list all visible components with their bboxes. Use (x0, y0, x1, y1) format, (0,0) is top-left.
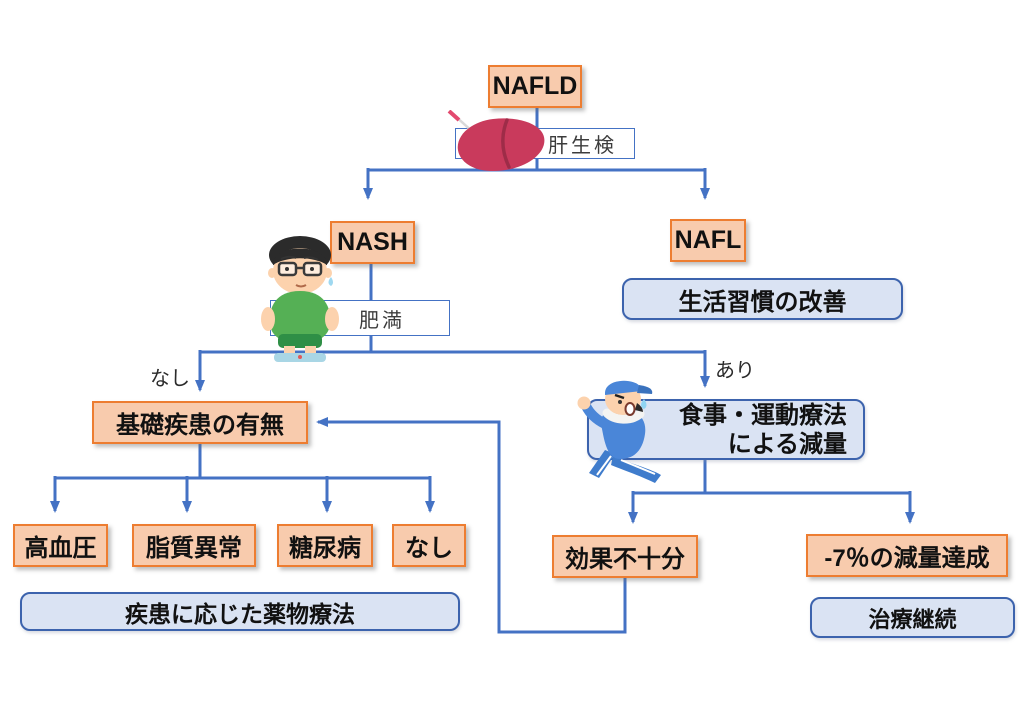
branch-label-no: なし (150, 368, 190, 390)
node-nash: NASH (330, 221, 415, 264)
node-dyslipidemia: 脂質異常 (132, 524, 256, 567)
node-obesity-label: 肥満 (359, 309, 405, 332)
node-lifestyle-improvement: 生活習慣の改善 (622, 278, 903, 320)
node-insufficient-effect-label: 効果不十分 (565, 546, 685, 573)
node-nafl: NAFL (670, 219, 746, 262)
node-nash-label: NASH (337, 228, 408, 256)
node-diabetes: 糖尿病 (277, 524, 373, 567)
node-hypertension-label: 高血圧 (24, 535, 97, 562)
node-nafld: NAFLD (488, 65, 582, 108)
node-no-disease: なし (392, 524, 466, 567)
node-continue-treatment-label: 治療継続 (868, 606, 957, 632)
node-diet-exercise-text: 食事・運動療法 による減量 (589, 401, 863, 459)
node-no-disease-label: なし (405, 535, 453, 562)
node-drug-therapy-label: 疾患に応じた薬物療法 (125, 600, 355, 627)
node-underlying-disease-label: 基礎疾患の有無 (116, 412, 284, 439)
node-diet-exercise-line1: 食事・運動療法 (679, 401, 847, 429)
liver-biopsy-illustration (447, 110, 545, 172)
node-continue-treatment: 治療継続 (810, 597, 1015, 638)
node-diabetes-label: 糖尿病 (289, 535, 361, 562)
obese-person-on-scale-illustration (261, 236, 339, 362)
branch-label-yes: あり (715, 360, 755, 382)
node-nafl-label: NAFL (674, 226, 742, 254)
node-insufficient-effect: 効果不十分 (552, 535, 698, 578)
node-liver-biopsy-label: 肝生検 (548, 135, 617, 157)
node-weight-loss-achieved-label: -7％の減量達成 (824, 545, 990, 572)
node-weight-loss-achieved: -7％の減量達成 (806, 534, 1008, 577)
node-lifestyle-improvement-label: 生活習慣の改善 (678, 288, 847, 316)
node-underlying-disease: 基礎疾患の有無 (92, 401, 308, 444)
node-hypertension: 高血圧 (13, 524, 108, 567)
node-liver-biopsy: 肝生検 (455, 128, 635, 159)
node-dyslipidemia-label: 脂質異常 (146, 535, 242, 562)
node-diet-exercise-line2: による減量 (727, 430, 847, 458)
node-nafld-label: NAFLD (492, 72, 578, 100)
node-drug-therapy: 疾患に応じた薬物療法 (20, 592, 460, 631)
running-person-illustration (577, 380, 661, 483)
connector-feedback-loop (316, 417, 627, 634)
